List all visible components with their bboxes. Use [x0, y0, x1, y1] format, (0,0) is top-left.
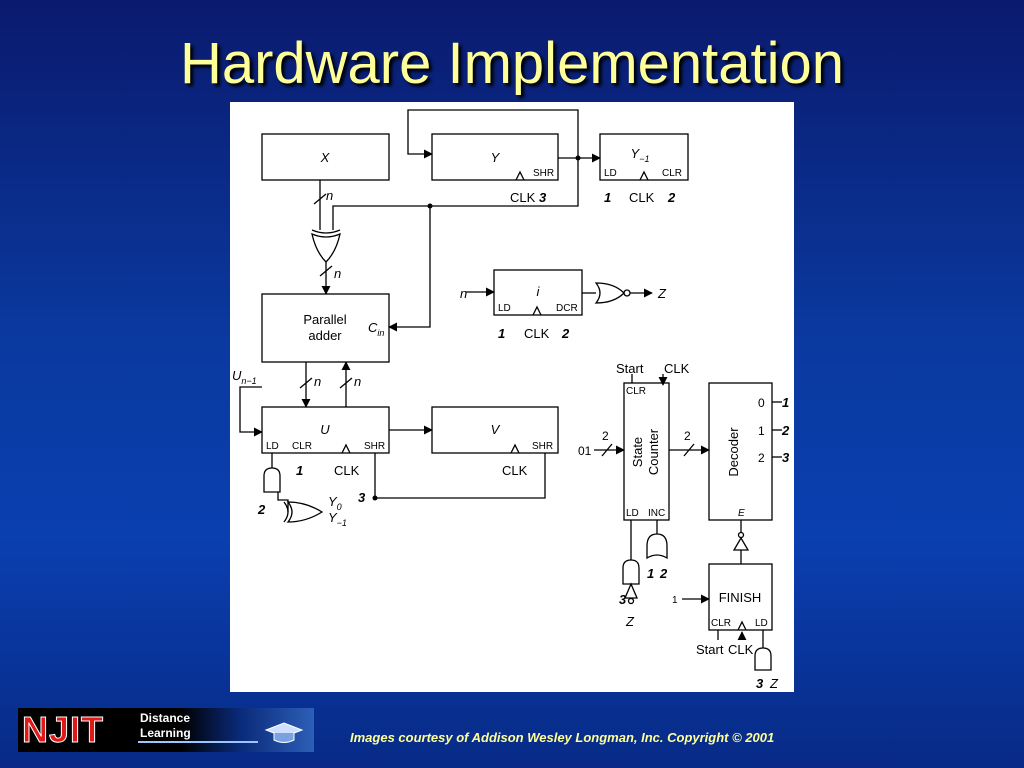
num-3-y: 3 — [539, 190, 547, 205]
dec-out-2: 2 — [758, 451, 765, 465]
circuit-diagram-panel: X Y Y−1 Parallel adder Cin i U V Decoder… — [230, 102, 794, 692]
z-sc: Z — [625, 614, 635, 629]
njit-wordmark: NJIT — [21, 709, 105, 751]
z-finish: Z — [769, 676, 779, 691]
clk-v: CLK — [502, 463, 528, 478]
label-y0: Y0 — [328, 494, 342, 512]
xor-gate-1 — [311, 232, 341, 263]
clk-i: CLK — [524, 326, 550, 341]
inc-sc: INC — [648, 508, 665, 519]
label-decoder: Decoder — [726, 427, 741, 477]
n-i: n — [460, 286, 467, 301]
shr-v: SHR — [532, 441, 553, 452]
dcr-i: DCR — [556, 303, 578, 314]
label-y-1: Y−1 — [328, 510, 347, 528]
num-2-y1: 2 — [667, 190, 676, 205]
z-nor: Z — [657, 286, 667, 301]
start-sc: Start — [616, 361, 644, 376]
register-x — [261, 133, 390, 181]
clk-y1: CLK — [629, 190, 655, 205]
label-adder-line1: Parallel — [303, 312, 346, 327]
label-adder-line2: adder — [308, 328, 342, 343]
n-xor: n — [334, 266, 341, 281]
clr-sc: CLR — [626, 386, 646, 397]
num-1-y1: 1 — [604, 190, 611, 205]
width-2-sc-in: 2 — [602, 429, 609, 443]
start-finish: Start — [696, 642, 724, 657]
logo-divider — [138, 741, 258, 743]
not-gate-enable — [732, 536, 750, 551]
num-3-sc: 3 — [619, 592, 627, 607]
num-1-inc: 1 — [647, 566, 654, 581]
graduation-cap-icon — [264, 722, 304, 743]
num-1-u: 1 — [296, 463, 303, 478]
label-y: Y — [491, 150, 501, 165]
clr-y1: CLR — [662, 168, 682, 179]
finish-input-1: 1 — [672, 595, 678, 606]
num-2-dec: 2 — [781, 423, 790, 438]
width-2-sc-out: 2 — [684, 429, 691, 443]
ld-y1: LD — [604, 168, 617, 179]
n-adder-u: n — [314, 374, 321, 389]
ld-i: LD — [498, 303, 511, 314]
num-3-dec: 3 — [782, 450, 790, 465]
clk-u: CLK — [334, 463, 360, 478]
num-2-inc: 2 — [659, 566, 668, 581]
num-3-finish: 3 — [756, 676, 764, 691]
shr-u: SHR — [364, 441, 385, 452]
clk-finish: CLK — [728, 642, 754, 657]
dec-out-1: 1 — [758, 424, 765, 438]
label-e: E — [738, 508, 745, 519]
clk-sc: CLK — [664, 361, 690, 376]
distance-learning-text: Distance Learning — [140, 711, 191, 740]
n-x: n — [326, 188, 333, 203]
label-u-n-1: Un−1 — [232, 368, 257, 386]
and-gate-sc-ld — [622, 559, 640, 585]
label-state: State — [630, 437, 645, 467]
shr-y: SHR — [533, 168, 554, 179]
label-x: X — [320, 150, 331, 165]
slide-title: Hardware Implementation — [179, 31, 845, 96]
label-i: i — [537, 284, 541, 299]
num-3-shr: 3 — [358, 490, 366, 505]
clr-finish: CLR — [711, 618, 731, 629]
num-1-i: 1 — [498, 326, 505, 341]
n-u-adder: n — [354, 374, 361, 389]
label-u: U — [320, 422, 330, 437]
num-2-i: 2 — [561, 326, 570, 341]
label-cin: Cin — [368, 320, 384, 338]
ld-finish: LD — [755, 618, 768, 629]
xor-gate-2 — [286, 501, 324, 523]
and-gate-finish-ld — [754, 647, 772, 671]
njit-logo: NJIT Distance Learning — [18, 708, 314, 752]
num-2-u-ld: 2 — [257, 502, 266, 517]
clr-u: CLR — [292, 441, 312, 452]
label-finish: FINISH — [719, 590, 762, 605]
or-gate-inc — [646, 533, 668, 560]
and-gate-u-ld — [263, 467, 281, 493]
label-v: V — [491, 422, 501, 437]
ld-sc: LD — [626, 508, 639, 519]
dec-out-0: 0 — [758, 396, 765, 410]
num-1-dec: 1 — [782, 395, 789, 410]
label-01: 01 — [578, 444, 592, 458]
not-gate-z — [624, 582, 638, 599]
label-counter: Counter — [646, 428, 661, 475]
nor-gate — [594, 282, 625, 304]
clk-y: CLK — [510, 190, 536, 205]
circuit-diagram: X Y Y−1 Parallel adder Cin i U V Decoder… — [232, 109, 790, 691]
image-credit: Images courtesy of Addison Wesley Longma… — [350, 730, 775, 745]
label-y-minus-1: Y−1 — [631, 146, 650, 164]
ld-u: LD — [266, 441, 279, 452]
